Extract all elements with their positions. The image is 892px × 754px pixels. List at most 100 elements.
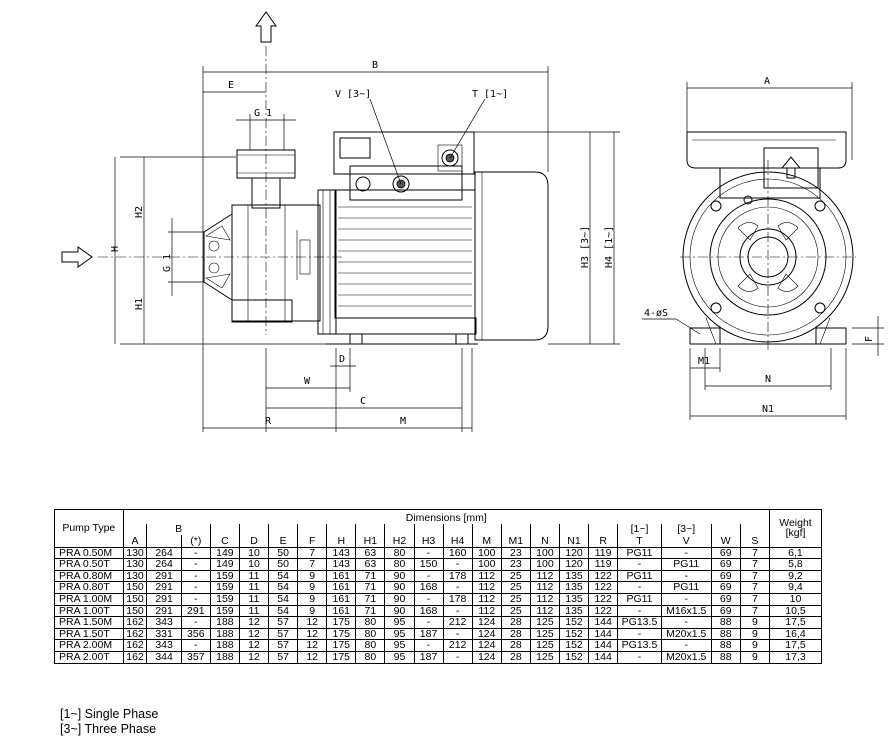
table-cell: PG11 bbox=[617, 569, 662, 583]
table-cell: 212 bbox=[442, 639, 473, 652]
table-cell: 178 bbox=[442, 592, 473, 606]
table-cell: 28 bbox=[500, 616, 531, 629]
table-cell: 10 bbox=[238, 558, 270, 571]
table-cell: 175 bbox=[326, 616, 357, 629]
table-cell: 11 bbox=[238, 569, 270, 583]
table-cell: 135 bbox=[558, 592, 590, 606]
table-cell: 54 bbox=[268, 581, 299, 594]
table-cell: 130 bbox=[122, 546, 148, 560]
table-cell: 144 bbox=[588, 650, 619, 664]
col-E: E bbox=[268, 534, 299, 548]
inlet-arrow-icon bbox=[61, 246, 93, 268]
table-cell: - bbox=[180, 616, 211, 629]
table-cell: 162 bbox=[122, 627, 148, 641]
table-cell: 80 bbox=[384, 546, 415, 560]
table-cell: 88 bbox=[710, 639, 741, 652]
header-dimensions: Dimensions [mm] bbox=[122, 509, 770, 524]
table-cell: 112 bbox=[529, 604, 560, 618]
table-cell: - bbox=[180, 581, 211, 594]
table-cell: 23 bbox=[500, 546, 531, 560]
outlet-arrow-icon bbox=[255, 11, 277, 43]
col-A: A bbox=[122, 534, 148, 548]
table-cell: M20x1.5 bbox=[660, 627, 712, 641]
table-cell: 122 bbox=[588, 569, 619, 583]
table-cell: 212 bbox=[442, 616, 473, 629]
table-cell: 291 bbox=[180, 604, 211, 618]
table-cell: 159 bbox=[209, 581, 240, 594]
pump-type-cell: PRA 0.80T bbox=[54, 581, 124, 594]
dim-label-D: D bbox=[339, 354, 345, 365]
table-cell: 187 bbox=[413, 650, 444, 664]
table-cell: 88 bbox=[710, 616, 741, 629]
table-cell: 9 bbox=[297, 592, 328, 606]
header-three-phase: [3~] bbox=[660, 524, 712, 535]
dim-label-M: M bbox=[400, 416, 406, 427]
table-cell: 150 bbox=[122, 604, 148, 618]
table-cell: 80 bbox=[355, 650, 386, 664]
table-cell: 159 bbox=[209, 592, 240, 606]
table-cell: 112 bbox=[529, 581, 560, 594]
table-cell: 149 bbox=[209, 558, 240, 571]
table-cell: 162 bbox=[122, 616, 148, 629]
table-cell: 264 bbox=[146, 546, 182, 560]
table-cell: 124 bbox=[471, 639, 502, 652]
table-cell: 124 bbox=[471, 650, 502, 664]
table-cell: PG13.5 bbox=[617, 616, 662, 629]
table-cell: 152 bbox=[558, 650, 590, 664]
dim-label-holes: 4-øS bbox=[644, 308, 668, 319]
table-cell: 9 bbox=[739, 650, 770, 664]
col-M1: M1 bbox=[500, 534, 531, 548]
table-cell: - bbox=[617, 558, 662, 571]
table-cell: 10 bbox=[238, 546, 270, 560]
table-cell: 143 bbox=[326, 546, 357, 560]
table-cell: 90 bbox=[384, 604, 415, 618]
dim-label-H: H bbox=[110, 246, 121, 252]
table-cell: 71 bbox=[355, 581, 386, 594]
table-cell: 122 bbox=[588, 592, 619, 606]
col-H4: H4 bbox=[442, 534, 473, 548]
table-cell: 80 bbox=[355, 627, 386, 641]
dim-label-G1-top: G 1 bbox=[254, 108, 272, 119]
table-cell: 112 bbox=[529, 592, 560, 606]
table-cell: 12 bbox=[238, 650, 270, 664]
table-cell: PG11 bbox=[617, 592, 662, 606]
table-cell: 100 bbox=[471, 546, 502, 560]
side-view bbox=[61, 11, 620, 432]
table-cell: 100 bbox=[529, 546, 560, 560]
col-N1: N1 bbox=[558, 534, 590, 548]
table-cell: 188 bbox=[209, 616, 240, 629]
table-cell: 135 bbox=[558, 569, 590, 583]
table-cell: 10 bbox=[768, 592, 823, 606]
table-cell: 152 bbox=[558, 627, 590, 641]
table-cell: 188 bbox=[209, 639, 240, 652]
table-cell: - bbox=[413, 569, 444, 583]
table-cell: 90 bbox=[384, 592, 415, 606]
table-cell: 125 bbox=[529, 616, 560, 629]
table-cell: 71 bbox=[355, 592, 386, 606]
dim-label-G1-left: G 1 bbox=[162, 254, 173, 272]
table-cell: 291 bbox=[146, 604, 182, 618]
table-cell: 90 bbox=[384, 569, 415, 583]
table-cell: 152 bbox=[558, 639, 590, 652]
table-cell: - bbox=[442, 650, 473, 664]
table-cell: 130 bbox=[122, 558, 148, 571]
col-H3: H3 bbox=[413, 534, 444, 548]
table-cell: PG13.5 bbox=[617, 639, 662, 652]
table-cell: 7 bbox=[297, 558, 328, 571]
dim-label-W: W bbox=[304, 376, 311, 387]
table-cell: 71 bbox=[355, 569, 386, 583]
table-cell: 69 bbox=[710, 581, 741, 594]
dimensions-table: Pump Type Dimensions [mm] Weight [kgf] B… bbox=[54, 509, 823, 664]
table-cell: 12 bbox=[297, 627, 328, 641]
table-cell: 69 bbox=[710, 558, 741, 571]
table-cell: 12 bbox=[297, 639, 328, 652]
dim-label-V: V [3~] bbox=[335, 89, 371, 100]
table-cell: 175 bbox=[326, 650, 357, 664]
table-cell: 17,3 bbox=[768, 650, 823, 664]
table-cell: - bbox=[660, 616, 712, 629]
